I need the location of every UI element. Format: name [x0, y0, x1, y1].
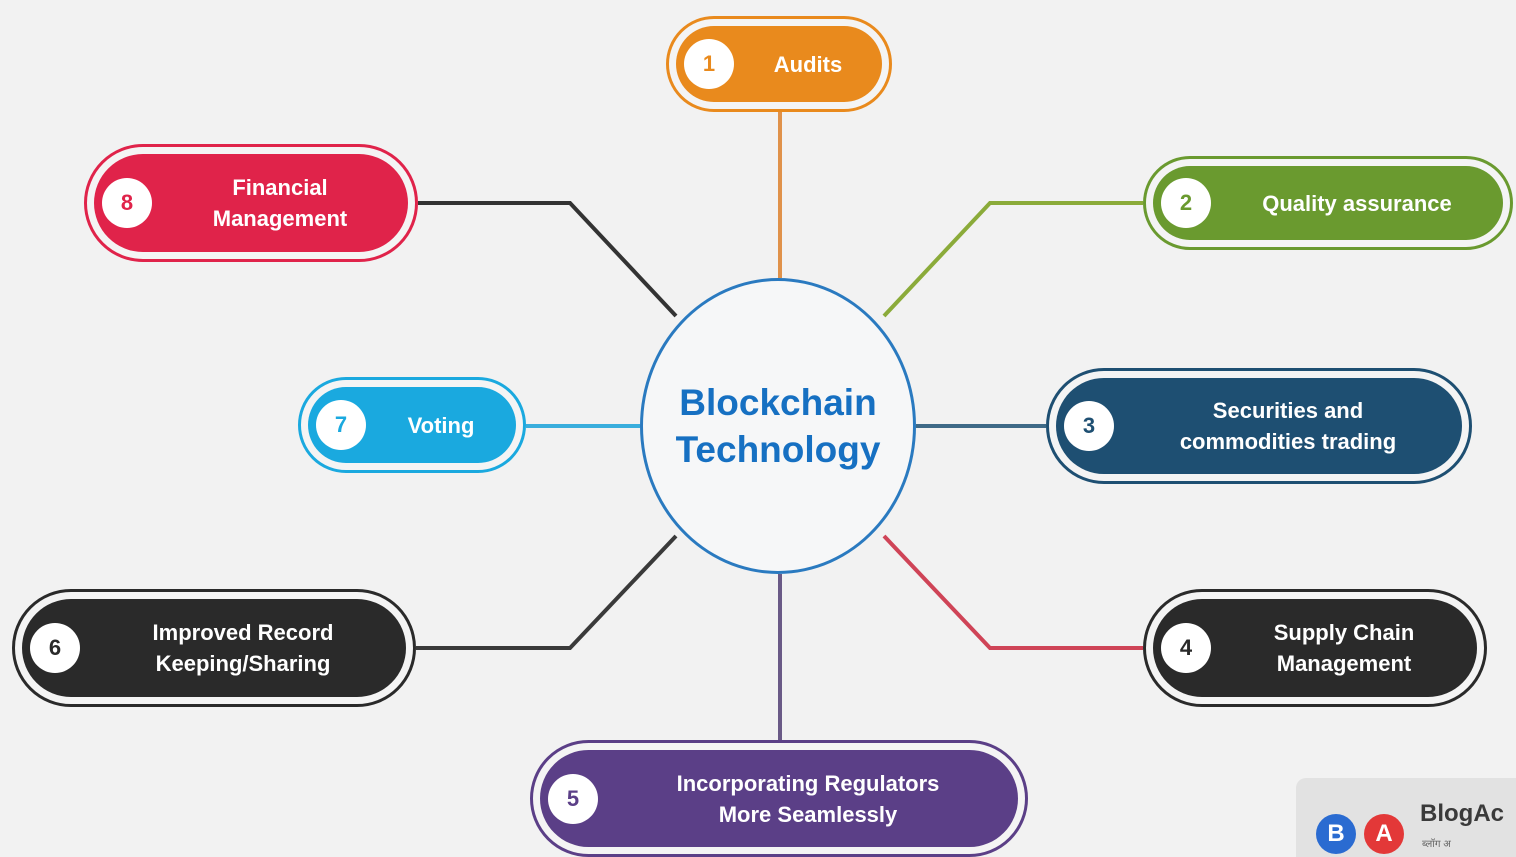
- node-quality-assurance: 2 Quality assurance: [1143, 156, 1513, 250]
- node-label: Audits: [773, 51, 843, 77]
- node-audits: 1 Audits: [666, 16, 892, 112]
- node-number-badge: 2: [1161, 178, 1211, 228]
- node-number-badge: 3: [1064, 401, 1114, 451]
- node-label: Quality assurance: [1262, 190, 1452, 216]
- node-number-badge: 7: [316, 400, 366, 450]
- node-label: Voting: [407, 412, 475, 438]
- watermark-logo: B A BlogAc ब्लॉग अ: [1296, 778, 1516, 857]
- node-number-badge: 4: [1161, 623, 1211, 673]
- logo-brand-text: BlogAc: [1420, 800, 1504, 827]
- node-number-badge: 8: [102, 178, 152, 228]
- connector-line: [882, 201, 1143, 318]
- node-voting: 7 Voting: [298, 377, 526, 473]
- central-hub: Blockchain Technology: [640, 278, 916, 574]
- connector-line: [416, 534, 678, 650]
- node-number-badge: 5: [548, 773, 598, 824]
- node-number-badge: 6: [30, 623, 80, 673]
- logo-letter-a: A: [1364, 814, 1404, 854]
- connector-line: [418, 201, 678, 318]
- node-number-badge: 1: [684, 39, 734, 89]
- connector-line: [882, 534, 1143, 650]
- logo-letter-b: B: [1316, 814, 1356, 854]
- hub-title-line-2: Technology: [675, 429, 881, 470]
- logo-tagline: ब्लॉग अ: [1422, 839, 1451, 850]
- hub-title-line-1: Blockchain: [679, 382, 877, 423]
